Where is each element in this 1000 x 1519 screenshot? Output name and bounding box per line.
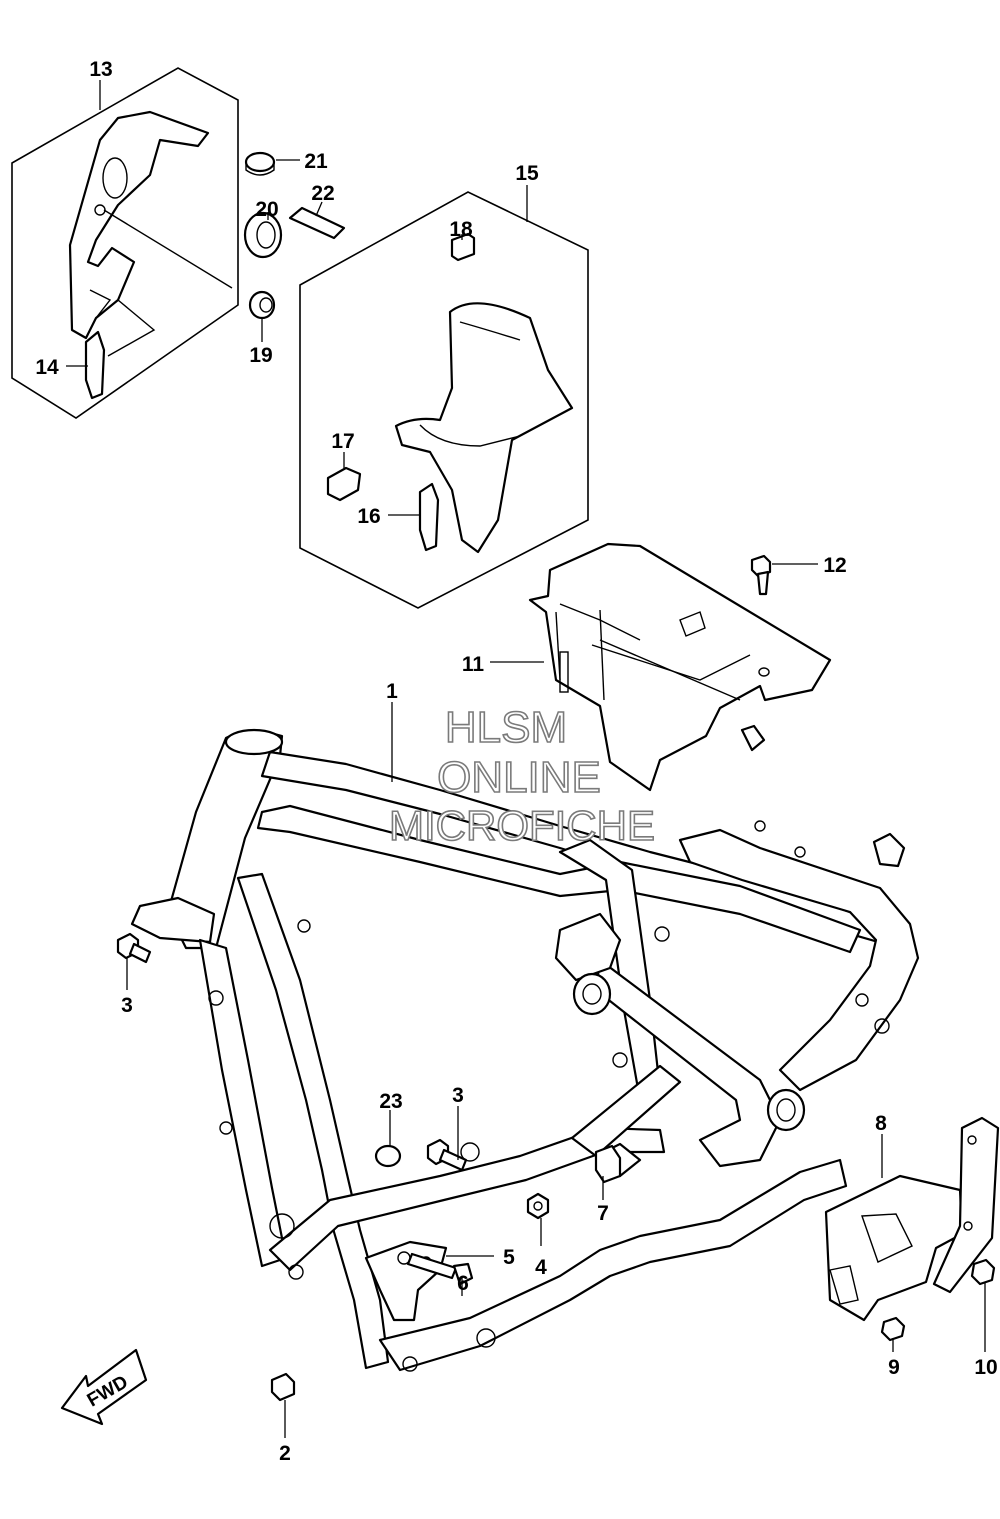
callout-12: 12 [823,554,846,577]
callout-10: 10 [974,1356,997,1379]
part-13-side-cover [68,110,233,357]
kit-outline-13 [11,67,239,419]
part-15-cover [394,302,574,554]
callout-6: 6 [457,1272,469,1295]
callout-13: 13 [89,58,112,81]
callout-14: 14 [35,356,59,379]
part-18-block [450,232,476,262]
part-19-collar [248,290,276,320]
callout-19: 19 [249,344,272,367]
fwd-arrow-icon [60,1348,148,1426]
leader-lines [66,80,986,1438]
kit-outline-15 [299,191,589,609]
callout-1: 1 [386,680,398,703]
part-9-bolt [880,1316,906,1342]
callout-20: 20 [255,198,278,221]
callout-7: 7 [597,1202,609,1225]
part-8-bracket [824,1116,1000,1322]
part-6-bolt [406,1252,474,1286]
watermark-line-3: MICROFICHE [389,802,655,849]
callout-9: 9 [888,1356,900,1379]
part-4-nut [526,1192,550,1220]
part-1-frame [130,724,920,1372]
part-11-battery-box [528,542,832,792]
part-10-bolt [970,1258,996,1286]
callout-22: 22 [311,182,334,205]
part-22-strip [288,206,346,240]
watermark: HLSM ONLINE MICROFICHE [388,702,656,850]
part-3-bolt-upper [116,932,152,964]
part-16-strip [418,482,440,552]
callout-3-upper: 3 [121,994,133,1017]
callout-16: 16 [357,505,380,528]
watermark-line-1: HLSM [445,703,567,752]
part-7-spacer [594,1144,622,1184]
callout-5: 5 [503,1246,515,1269]
callout-23: 23 [379,1090,402,1113]
callout-3-lower: 3 [452,1084,464,1107]
callout-15: 15 [515,162,539,185]
part-17-block [326,466,362,502]
callout-2: 2 [279,1442,291,1465]
callout-18: 18 [449,218,473,241]
part-20-grommet [243,211,283,259]
fwd-direction-badge: FWD [60,1348,148,1426]
callout-11: 11 [462,653,485,676]
callout-17: 17 [331,430,354,453]
callout-labels: 13 14 21 20 22 19 15 18 17 16 12 11 1 3 … [35,58,997,1465]
part-23-plug [374,1144,402,1168]
callout-21: 21 [304,150,328,173]
part-3-bolt-lower [426,1138,468,1172]
part-21-grommet [244,151,276,176]
part-2-bolt [270,1372,296,1402]
part-12-bolt [750,554,772,596]
callout-4: 4 [535,1256,547,1279]
callout-8: 8 [875,1112,887,1135]
watermark-line-2: ONLINE [437,753,601,802]
part-14-strip [84,330,106,400]
